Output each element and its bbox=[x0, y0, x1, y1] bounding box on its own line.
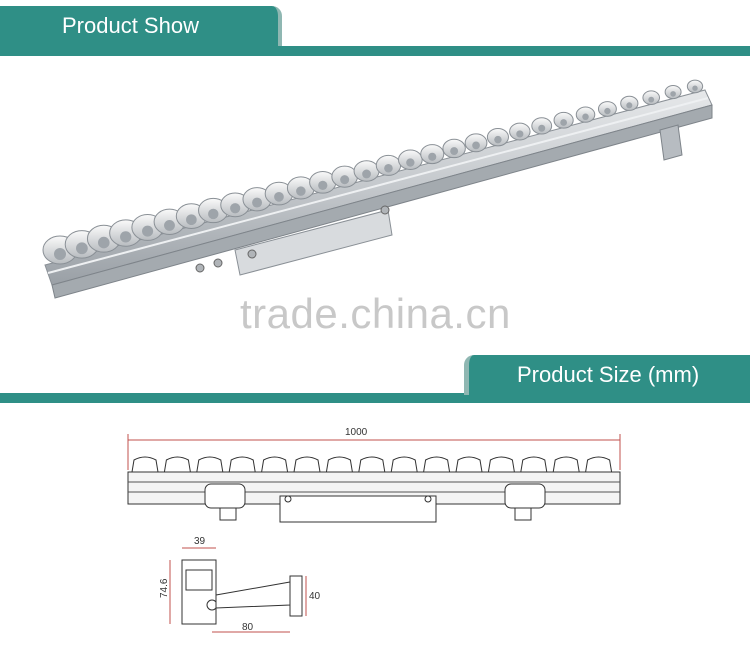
lens-led bbox=[230, 203, 241, 214]
drawing-lens-cup bbox=[163, 456, 191, 473]
lens-led bbox=[208, 208, 219, 220]
drawing-lens-cup bbox=[228, 456, 256, 473]
lens-led bbox=[692, 85, 698, 91]
drawing-lens-cup bbox=[131, 456, 159, 473]
drawing-lens-cup bbox=[520, 456, 548, 473]
lens-led bbox=[428, 152, 437, 161]
drawing-lens-cup bbox=[293, 456, 321, 473]
drawing-lens-cup bbox=[552, 456, 580, 473]
lens-cup-row bbox=[131, 456, 613, 473]
drawing-lens-cup bbox=[423, 456, 451, 473]
lens-led bbox=[142, 225, 154, 237]
lens-led bbox=[76, 242, 88, 255]
drawing-lens-cup bbox=[325, 456, 353, 473]
lens-led bbox=[670, 91, 676, 97]
drawing-lens-cup bbox=[261, 456, 289, 473]
drawing-lens-cup bbox=[390, 456, 418, 473]
lens-led bbox=[648, 96, 655, 103]
bracket-length-label: 80 bbox=[242, 622, 254, 633]
dimension-drawing: 1000 39 74.6 80 40 bbox=[127, 427, 621, 633]
lens-cups bbox=[42, 79, 704, 265]
bracket-height-label: 40 bbox=[309, 591, 321, 602]
lens-led bbox=[560, 119, 568, 126]
lens-led bbox=[604, 107, 611, 115]
lens-led bbox=[494, 135, 502, 144]
middle-divider-band bbox=[0, 393, 750, 403]
lens-led bbox=[362, 169, 371, 179]
lens-led bbox=[384, 163, 393, 173]
lens-led bbox=[252, 197, 263, 208]
depth-label: 39 bbox=[194, 536, 206, 547]
lens-led bbox=[120, 231, 132, 243]
product-show-tab: Product Show bbox=[0, 6, 282, 46]
lens-led bbox=[538, 124, 546, 132]
lens-led bbox=[296, 186, 306, 196]
lens-led bbox=[472, 141, 480, 150]
lens-led bbox=[516, 130, 524, 138]
lens-led bbox=[582, 113, 589, 121]
height-label: 74.6 bbox=[159, 578, 170, 598]
drawing-lens-cup bbox=[196, 456, 224, 473]
lens-led bbox=[274, 191, 284, 202]
length-label: 1000 bbox=[345, 427, 368, 438]
product-photo bbox=[42, 79, 713, 299]
drawing-lens-cup bbox=[487, 456, 515, 473]
lens-led bbox=[450, 147, 459, 156]
lens-led bbox=[340, 175, 350, 185]
lens-led bbox=[54, 248, 66, 260]
lens-led bbox=[406, 158, 415, 167]
lens-led bbox=[626, 102, 633, 109]
lens-led bbox=[186, 214, 197, 226]
lens-led bbox=[98, 236, 110, 249]
drawing-lens-cup bbox=[585, 456, 613, 473]
drawing-lens-cup bbox=[358, 456, 386, 473]
watermark: trade.china.cn bbox=[240, 290, 511, 337]
product-size-tab: Product Size (mm) bbox=[464, 355, 750, 395]
lens-led bbox=[164, 219, 175, 231]
lens-led bbox=[318, 180, 328, 191]
drawing-lens-cup bbox=[455, 456, 483, 473]
top-divider-band bbox=[0, 46, 750, 56]
